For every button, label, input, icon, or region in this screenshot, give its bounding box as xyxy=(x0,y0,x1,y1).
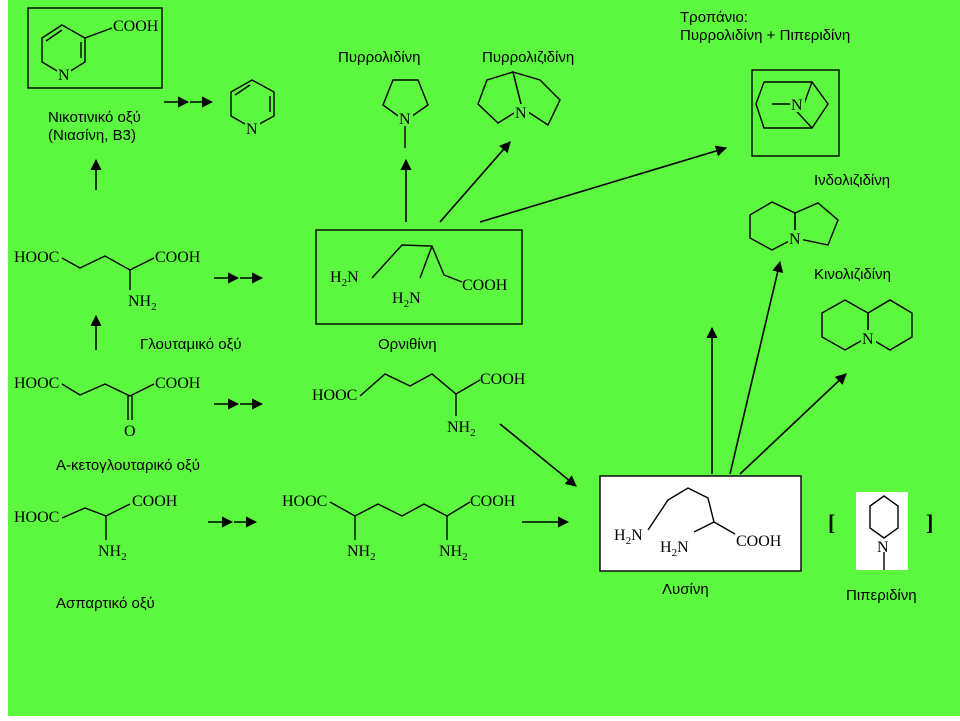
bracket-close: ] xyxy=(926,510,933,535)
h2n-label: H2N xyxy=(614,527,643,547)
nh2-label: NH2 xyxy=(439,543,468,563)
pyrrolidine-n: N xyxy=(399,111,411,128)
nicotinic-acid-label: Νικοτινικό οξύ xyxy=(48,109,141,126)
h2n-label: H2N xyxy=(660,539,689,559)
arrow-lysine-to-quinolizidine xyxy=(739,373,847,475)
nh2-label: NH2 xyxy=(447,419,476,439)
piperidine-label: Πιπεριδίνη xyxy=(846,587,917,604)
tropane-n: N xyxy=(791,97,803,114)
cooh-label: COOH xyxy=(113,18,159,35)
quinolizidine-structure: N xyxy=(821,299,913,351)
ketoglutaric-acid-structure: HOOC COOH O xyxy=(14,375,201,440)
nh2-label: NH2 xyxy=(98,543,127,563)
tropane-subtitle: Πυρρολιδίνη + Πιπεριδίνη xyxy=(680,27,850,44)
pyrrolidine-structure: N xyxy=(382,79,429,148)
glutamic-acid-label: Γλουταμικό οξύ xyxy=(140,336,242,353)
lysine-structure: H2N H2N COOH xyxy=(614,487,782,559)
cooh-label: COOH xyxy=(480,371,526,388)
hooc-label: HOOC xyxy=(312,387,357,404)
piperidine-box xyxy=(856,492,908,570)
ornithine-structure: H2N H2N COOH xyxy=(330,244,508,310)
nicotinic-acid-box xyxy=(27,7,163,89)
indolizidine-label: Ινδολιζιδίνη xyxy=(814,172,890,189)
arrow-ornithine-to-lysine xyxy=(499,423,577,487)
lysine-box xyxy=(599,475,802,572)
pyrrolizidine-label: Πυρρολιζιδίνη xyxy=(482,49,574,66)
pyridine-structure: N xyxy=(230,79,275,138)
h2n-label: H2N xyxy=(392,290,421,310)
glutamic-acid-structure: HOOC COOH NH2 xyxy=(14,249,201,313)
background-panel xyxy=(8,0,960,716)
pyrrolidine-label: Πυρρολιδίνη xyxy=(338,49,421,66)
nicotinic-acid-structure: COOH N xyxy=(41,18,159,84)
aspartic-acid-label: Ασπαρτικό οξύ xyxy=(56,595,155,612)
nicotinic-acid-label-2: (Νιασίνη, Β3) xyxy=(48,127,136,144)
piperidine-structure: N [ ] xyxy=(828,495,933,570)
bracket-open: [ xyxy=(828,510,835,535)
tropane-title: Τροπάνιο: xyxy=(680,9,748,26)
hooc-label: HOOC xyxy=(14,375,59,392)
ketoglutaric-acid-label: Α-κετογλουταρικό οξύ xyxy=(56,457,200,474)
nh2-label: NH2 xyxy=(128,293,157,313)
tropane-structure: N xyxy=(755,81,829,129)
quinolizidine-label: Κινολιζιδίνη xyxy=(814,266,891,283)
cooh-label: COOH xyxy=(736,533,782,550)
n-label: N xyxy=(58,67,70,84)
cooh-label: COOH xyxy=(470,493,516,510)
diaminopimelic-acid-structure: HOOC COOH NH2 NH2 xyxy=(282,493,516,563)
cooh-label: COOH xyxy=(462,277,508,294)
indolizidine-structure: N xyxy=(749,201,839,251)
indolizidine-n: N xyxy=(789,231,801,248)
ornithine-chain-structure: HOOC COOH NH2 xyxy=(312,371,526,439)
o-label: O xyxy=(124,423,136,440)
cooh-label: COOH xyxy=(132,493,178,510)
lysine-label: Λυσίνη xyxy=(662,581,709,598)
ornithine-label: Ορνιθίνη xyxy=(378,336,437,353)
hooc-label: HOOC xyxy=(14,249,59,266)
hooc-label: HOOC xyxy=(14,509,59,526)
pyridine-n: N xyxy=(246,121,258,138)
n-label-bg xyxy=(57,67,71,81)
quinolizidine-n: N xyxy=(862,331,874,348)
cooh-label: COOH xyxy=(155,375,201,392)
hooc-label: HOOC xyxy=(282,493,327,510)
ornithine-box xyxy=(315,229,523,325)
nh2-label: NH2 xyxy=(347,543,376,563)
aspartic-acid-structure: HOOC COOH NH2 xyxy=(14,493,178,563)
cooh-label: COOH xyxy=(155,249,201,266)
arrow-ornithine-to-tropane xyxy=(479,145,728,223)
arrow-ornithine-to-pyrrolizidine xyxy=(439,141,511,223)
pyrrolizidine-n: N xyxy=(515,105,527,122)
arrow-lysine-to-indolizidine-2 xyxy=(729,260,784,475)
pyrrolizidine-structure: N xyxy=(477,70,561,127)
h2n-label: H2N xyxy=(330,269,359,289)
piperidine-n: N xyxy=(877,539,889,556)
tropane-box xyxy=(751,69,840,157)
